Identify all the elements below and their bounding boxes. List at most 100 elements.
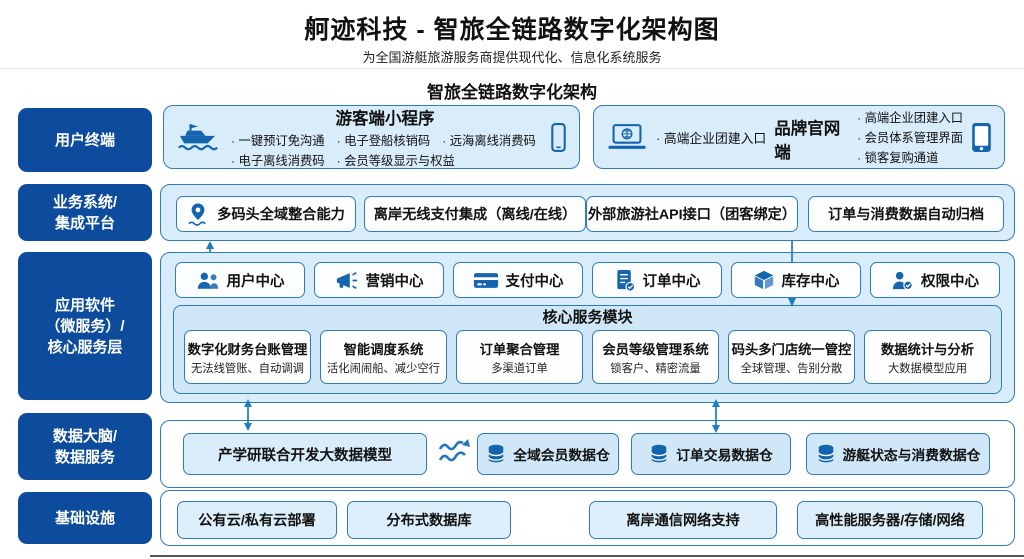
box-label: 产学研联合开发大数据模型 [218, 447, 392, 464]
infrastructure-panel: 公有云/私有云部署 分布式数据库 离岸通信网络支持 高性能服务器/存储/网络 [160, 490, 1015, 546]
approx-flow-icon [438, 439, 470, 462]
center-label: 营销中心 [365, 273, 424, 290]
offshore-payment-box: 离岸无线支付集成（离线/在线） [364, 196, 586, 232]
section-title: 智旅全链路数字化架构 [427, 83, 597, 102]
mini-program-card: 游客端小程序 一键预订免沟通 电子登船核销码 远海离线消费码 电子离线消费码 会… [163, 105, 580, 169]
layer-label-line: 核心服务层 [47, 338, 123, 356]
box-label: 多码头全域整合能力 [217, 207, 345, 223]
box-label: 游艇状态与消费数据仓 [842, 448, 981, 463]
tablet-icon [972, 122, 991, 152]
box-label: 分布式数据库 [386, 513, 472, 529]
core-item-subtitle: 锁客户、精密流量 [610, 362, 701, 375]
core-item-subtitle: 全球管理、告别分散 [740, 362, 843, 375]
core-item-title: 数据统计与分析 [880, 341, 975, 357]
mini-program-bullets-row2: 电子离线消费码 会员等级显示与权益 [229, 151, 541, 169]
bullet-item: 高端企业团建入口 [857, 108, 963, 126]
layer-label-business-system: 业务系统/ 集成平台 [18, 184, 152, 241]
mini-program-content: 游客端小程序 一键预订免沟通 电子登船核销码 远海离线消费码 电子离线消费码 会… [230, 105, 540, 169]
box-label: 外部旅游社API接口（团客绑定） [587, 207, 797, 223]
package-box-icon [754, 270, 773, 290]
membership-tier-box: 会员等级管理系统 锁客户、精密流量 [592, 330, 719, 384]
inventory-center-box: 库存中心 [731, 262, 861, 298]
offshore-network-box: 离岸通信网络支持 [589, 501, 777, 539]
layer-label-line: （微服务）/ [45, 317, 125, 335]
user-center-box: 用户中心 [175, 262, 305, 298]
center-label: 权限中心 [921, 273, 979, 290]
layer-label-line: 数据服务 [54, 448, 115, 466]
bullet-item: 远海离线消费码 [442, 131, 536, 149]
permission-center-box: 权限中心 [870, 262, 1000, 298]
layer-label-line: 基础设施 [54, 509, 115, 527]
layer-label-data-brain: 数据大脑/ 数据服务 [18, 413, 152, 480]
core-item-title: 会员等级管理系统 [602, 341, 709, 357]
distributed-db-box: 分布式数据库 [347, 501, 511, 539]
laptop-globe-icon [608, 123, 646, 149]
box-label: 订单交易数据仓 [676, 448, 773, 463]
database-icon [817, 444, 834, 463]
yacht-status-warehouse-box: 游艇状态与消费数据仓 [806, 433, 990, 475]
layer-label-line: 业务系统/ [52, 193, 118, 211]
core-item-subtitle: 多渠道订单 [491, 362, 548, 375]
marketing-center-box: 营销中心 [314, 262, 444, 298]
page-title: 舸迹科技 - 智旅全链路数字化架构图 [304, 16, 720, 44]
core-item-title: 智能调度系统 [343, 341, 424, 357]
box-label: 全域会员数据仓 [513, 448, 610, 463]
order-warehouse-box: 订单交易数据仓 [631, 433, 791, 475]
center-label: 库存中心 [781, 273, 840, 290]
credit-card-icon [473, 272, 498, 288]
hp-server-box: 高性能服务器/存储/网络 [797, 501, 983, 539]
users-icon [197, 272, 218, 289]
bottom-edge-line [150, 555, 1024, 557]
box-label: 高性能服务器/存储/网络 [815, 513, 965, 529]
core-module-row: 数字化财务台账管理 无法线管账、自动调调 智能调度系统 活化闹闹船、减少空行 订… [184, 330, 991, 384]
brand-site-title: 品牌官网端 [774, 120, 841, 162]
multi-store-control-box: 码头多门店统一管控 全球管理、告别分散 [728, 330, 855, 384]
service-centers-row: 用户中心 营销中心 支付中心 [175, 262, 1000, 298]
center-label: 订单中心 [642, 273, 701, 290]
order-aggregation-box: 订单聚合管理 多渠道订单 [456, 330, 583, 384]
cloud-deployment-box: 公有云/私有云部署 [177, 501, 337, 539]
layer-label-user-terminal: 用户终端 [18, 108, 152, 172]
box-label: 公有云/私有云部署 [198, 513, 316, 529]
core-item-subtitle: 活化闹闹船、减少空行 [327, 362, 440, 375]
center-label: 用户中心 [226, 273, 285, 290]
box-label: 订单与消费数据自动归档 [827, 207, 985, 223]
core-item-title: 码头多门店统一管控 [731, 341, 852, 357]
data-analytics-box: 数据统计与分析 大数据模型应用 [864, 330, 991, 384]
core-module-title: 核心服务模块 [542, 309, 633, 326]
core-item-subtitle: 无法线管账、自动调调 [191, 362, 304, 375]
database-icon [651, 444, 668, 463]
center-label: 支付中心 [505, 273, 564, 290]
data-brain-panel: 产学研联合开发大数据模型 全域会员数据仓 订单交易数据仓 [160, 420, 1015, 488]
layer-label-infrastructure: 基础设施 [18, 492, 152, 544]
travel-agency-api-box: 外部旅游社API接口（团客绑定） [586, 196, 798, 232]
order-center-box: 订单中心 [592, 262, 722, 298]
core-item-title: 数字化财务台账管理 [187, 341, 308, 357]
user-check-icon [892, 271, 913, 290]
box-label: 离岸无线支付集成（离线/在线） [373, 207, 577, 223]
order-data-archive-box: 订单与消费数据自动归档 [808, 196, 1004, 232]
bullet-item: 电子离线消费码 [231, 151, 325, 169]
page-subtitle: 为全国游艇旅游服务商提供现代化、信息化系统服务 [362, 50, 662, 65]
receipt-check-icon [616, 269, 635, 292]
header-divider [0, 68, 1024, 69]
brand-site-bullets: 高端企业团建入口 会员体系管理界面 锁客复购通道 [857, 108, 963, 166]
payment-center-box: 支付中心 [453, 262, 583, 298]
layer-label-line: 数据大脑/ [52, 427, 118, 445]
megaphone-icon [336, 271, 357, 289]
smart-dispatch-box: 智能调度系统 活化闹闹船、减少空行 [320, 330, 447, 384]
big-data-model-box: 产学研联合开发大数据模型 [183, 433, 427, 475]
bullet-item: 一键预订免沟通 [231, 131, 325, 149]
member-warehouse-box: 全域会员数据仓 [477, 433, 619, 475]
database-icon [488, 444, 505, 463]
integration-capability-box: 多码头全域整合能力 [176, 196, 356, 232]
box-label: 离岸通信网络支持 [626, 513, 740, 529]
finance-ledger-box: 数字化财务台账管理 无法线管账、自动调调 [184, 330, 311, 384]
yacht-icon [178, 124, 218, 151]
map-pin-waves-icon [188, 203, 207, 226]
application-panel: 用户中心 营销中心 支付中心 [160, 252, 1015, 403]
core-service-module: 核心服务模块 数字化财务台账管理 无法线管账、自动调调 智能调度系统 活化闹闹船… [173, 305, 1002, 394]
bullet-item: 会员体系管理界面 [857, 128, 963, 146]
core-item-subtitle: 大数据模型应用 [887, 362, 968, 375]
